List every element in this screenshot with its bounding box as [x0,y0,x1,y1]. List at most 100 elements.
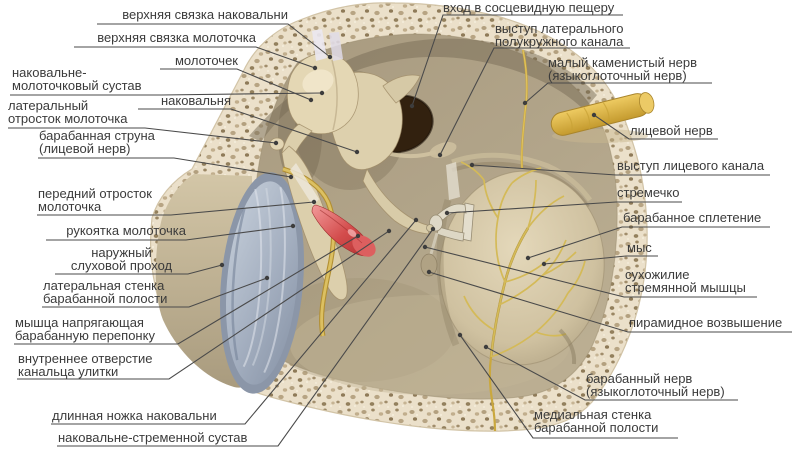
leader-line [160,68,312,101]
leader-dot [413,217,419,223]
leader-line [55,264,223,275]
leader-line [42,277,268,308]
leader-line [74,46,316,69]
leader-dot [386,228,392,234]
leader-dot [483,344,489,350]
figure-label: верхняя связка наковальни [122,7,288,22]
leader-dot [264,275,270,281]
tympanic-nerve-trunk [488,356,497,432]
figure-label: сухожилие стремянной мышцы [625,267,746,295]
leader-line [527,226,770,259]
leader-line [485,346,738,401]
leader-dot [522,100,528,106]
malleus-incus-joint-line [331,59,338,131]
leader-dot [591,112,597,118]
cavity-roof-shadow [249,38,597,142]
leader-dot [444,210,450,216]
leader-line [446,201,682,214]
leader-dot [327,54,333,60]
figure-label: верхняя связка молоточка [97,30,256,45]
figure-label: молоточек [174,53,238,68]
leader-dot [308,97,314,103]
figure-label: мыс [627,240,652,255]
stapedius-tendon [429,232,439,255]
malleus-head-highlight [302,69,334,95]
figure-label: рукоятка молоточка [66,223,186,238]
leader-dot [288,174,294,180]
leader-dot [409,103,415,109]
leader-dot [426,269,432,275]
figure-label: медиальная стенка барабанной полости [534,407,659,435]
leader-line [51,219,417,425]
leader-line [10,92,323,96]
leader-dot [541,261,547,267]
leader-dot [311,199,317,205]
leader-line [138,108,358,153]
leader-dot [219,262,225,268]
figure-label: наружный слуховой проход [70,245,173,273]
superior-ligaments [312,29,343,61]
leader-dot [290,223,296,229]
stapes-anterior-crus [436,203,467,221]
figure-label: передний отросток молоточка [38,186,152,214]
leader-line [97,23,331,58]
floor-shadow [265,278,455,382]
leader-line [17,230,390,380]
leader-dot [355,233,361,239]
leader-line [8,127,277,144]
leader-line [459,334,678,439]
leader-line [38,157,292,178]
leader-line [471,164,770,176]
leader-dot [422,244,428,250]
leader-dot [430,226,436,232]
leader-dot [354,149,360,155]
incus-short-crus [382,74,421,104]
leader-dot [525,255,531,261]
leader-line [543,255,658,265]
leader-line [428,271,792,333]
tympanic-plexus [460,161,586,358]
figure-label: стремечко [617,185,680,200]
leader-line [46,225,294,241]
round-window-shadow [558,328,577,365]
leader-line [57,228,434,447]
leader-dot [437,152,443,158]
anterior-process-tendon [290,163,319,206]
leader-dot [469,162,475,168]
figure-label: наковальне- молоточковый сустав [12,65,142,93]
leader-line [411,14,623,107]
figure-label: наковальне-стременной сустав [58,430,248,445]
leader-dot [319,90,325,96]
figure-label: барабанное сплетение [623,210,762,225]
stapes-posterior-crus [436,226,465,242]
figure-label: внутреннее отверстие канальца улитки [18,351,153,379]
leader-dot [312,65,318,71]
figure-label: лицевой нерв [630,123,713,138]
facial-canal-prominence-ridge [451,152,593,202]
figure-label: выступ лицевого канала [617,158,765,173]
figure-label: длинная ножка наковальни [52,408,217,423]
leader-line [593,114,718,140]
figure-label: малый каменистый нерв (языкоглоточный не… [548,55,697,83]
leader-line [37,201,315,216]
figure-label: барабанный нерв (языкоглоточный нерв) [586,371,725,399]
lesser-petrosal-nerve-highlight [521,49,528,169]
leader-line [14,235,359,345]
figure-label: латеральная стенка барабанной полости [43,278,168,306]
figure-label: выступ латерального полукружного канала [495,21,624,49]
leader-line [424,246,757,298]
stapes [420,162,475,277]
figure-label: пирамидное возвышение [629,315,783,330]
pyramidal-eminence-bump [420,253,438,277]
leader-line [524,82,712,104]
leader-dot [457,332,463,338]
figure-label: латеральный отросток молоточка [8,98,128,126]
figure-label: вход в сосцевидную пещеру [443,0,615,15]
leader-line [439,47,630,156]
leader-dot [273,140,279,146]
figure-label: барабанная струна (лицевой нерв) [39,128,155,156]
